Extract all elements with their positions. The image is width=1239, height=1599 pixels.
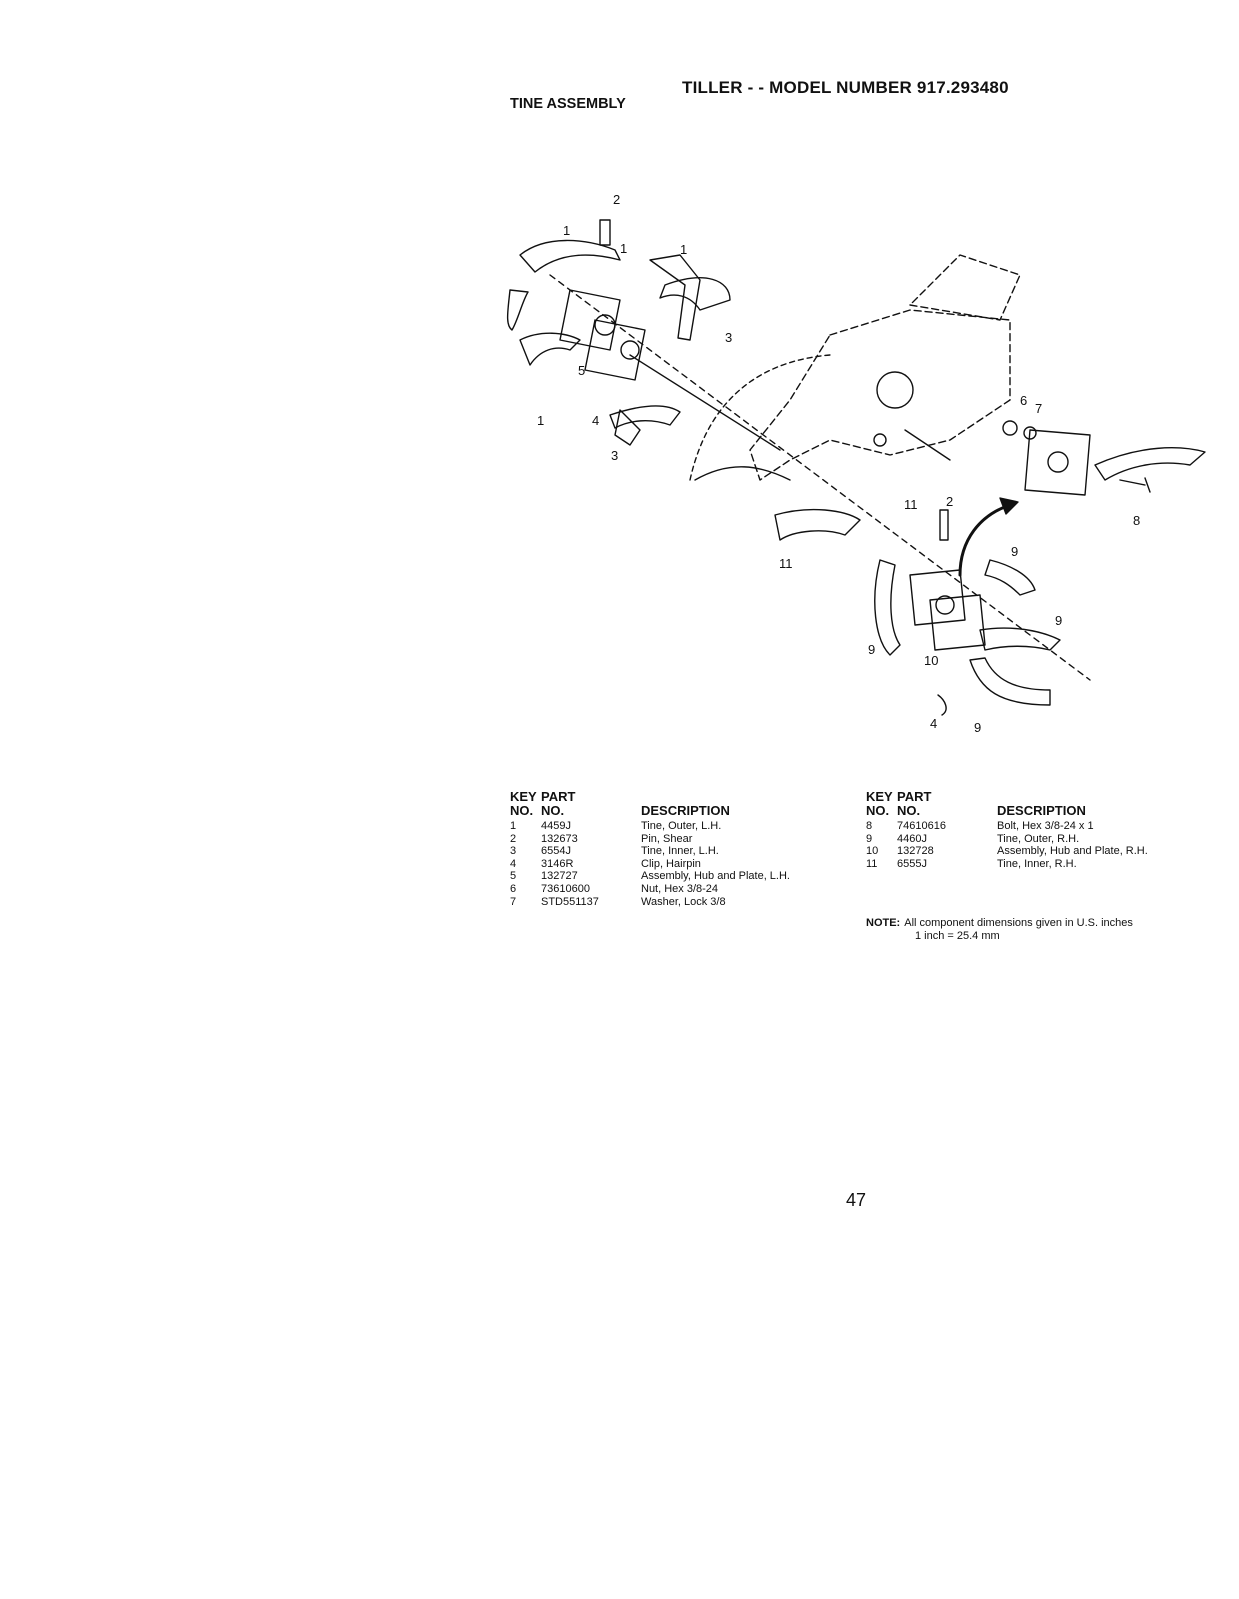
right-outer-tine-3	[979, 627, 1061, 651]
header-part-no: NO.	[897, 803, 921, 818]
callout: 1	[563, 223, 570, 238]
callout: 2	[613, 192, 620, 207]
tine-assembly-diagram: 2 1 1 1 3 5 4 3 1 6 7 8 11 2 9 11 9 9 10…	[506, 192, 1206, 735]
right-hub-plate	[909, 569, 966, 626]
callout: 1	[537, 413, 544, 428]
left-axle	[629, 354, 781, 451]
gear-housing	[876, 371, 914, 409]
callout: 1	[680, 242, 687, 257]
left-outer-tine-lower	[519, 332, 581, 366]
header-part: PART	[541, 789, 576, 804]
right-side-tine	[1094, 447, 1206, 481]
left-inner-tine	[659, 277, 731, 311]
left-hub-collar	[594, 314, 616, 336]
header-part: PART	[897, 789, 932, 804]
rotation-arrow	[958, 503, 1012, 577]
left-inner-tine-lower	[609, 405, 681, 429]
section-title: TINE ASSEMBLY	[510, 96, 626, 112]
callout: 4	[930, 716, 937, 731]
callout: 10	[924, 653, 938, 668]
callout: 1	[620, 241, 627, 256]
header-key-no: NO.	[510, 803, 534, 818]
note-line-2: 1 inch = 25.4 mm	[915, 930, 1000, 942]
callout: 11	[779, 556, 793, 571]
callout: 2	[946, 494, 953, 509]
callout: 3	[725, 330, 732, 345]
nut-6	[1002, 420, 1018, 436]
callout: 11	[904, 497, 918, 512]
note-line-1: All component dimensions given in U.S. i…	[904, 917, 1133, 929]
right-shear-pin	[939, 509, 949, 541]
bolt-8	[1119, 477, 1151, 493]
callout: 9	[1055, 613, 1062, 628]
left-shear-pin	[599, 219, 611, 246]
header-key: KEY	[510, 789, 537, 804]
diagram-callouts: 2 1 1 1 3 5 4 3 1 6 7 8 11 2 9 11 9 9 10…	[537, 192, 1140, 735]
left-outer-tine-hook	[506, 289, 529, 331]
right-inner-tine-upper	[774, 508, 861, 541]
page-title: TILLER - - MODEL NUMBER 917.293480	[682, 78, 1009, 97]
callout: 5	[578, 363, 585, 378]
hairpin-clip-right	[937, 694, 947, 716]
header-key: KEY	[866, 789, 893, 804]
right-outer-tine-2	[984, 559, 1036, 596]
washer-7	[1023, 426, 1037, 440]
callout: 9	[1011, 544, 1018, 559]
dimension-note: NOTE:All component dimensions given in U…	[866, 917, 1133, 943]
header-description: DESCRIPTION	[997, 803, 1086, 818]
callout: 4	[592, 413, 599, 428]
right-axle-stub	[904, 429, 951, 461]
right-side-plate	[1024, 429, 1091, 496]
right-hub-plate-2	[929, 594, 986, 651]
tiller-handle-frame	[909, 254, 1021, 321]
header-description: DESCRIPTION	[641, 803, 730, 818]
left-hub-plate	[559, 289, 621, 351]
callout: 9	[974, 720, 981, 735]
callout: 7	[1035, 401, 1042, 416]
right-outer-tine-4	[969, 657, 1051, 706]
axle-centerline	[549, 274, 1091, 681]
right-outer-tine-1	[874, 559, 901, 656]
left-hub-plate-2	[584, 319, 646, 381]
callout: 8	[1133, 513, 1140, 528]
header-part-no: NO.	[541, 803, 565, 818]
header-key-no: NO.	[866, 803, 890, 818]
callout: 6	[1020, 393, 1027, 408]
page-number: 47	[846, 1190, 867, 1210]
left-tine-blade	[649, 254, 701, 341]
note-label: NOTE:	[866, 917, 901, 929]
left-outer-tine-upper	[519, 239, 621, 273]
callout: 9	[868, 642, 875, 657]
callout: 3	[611, 448, 618, 463]
